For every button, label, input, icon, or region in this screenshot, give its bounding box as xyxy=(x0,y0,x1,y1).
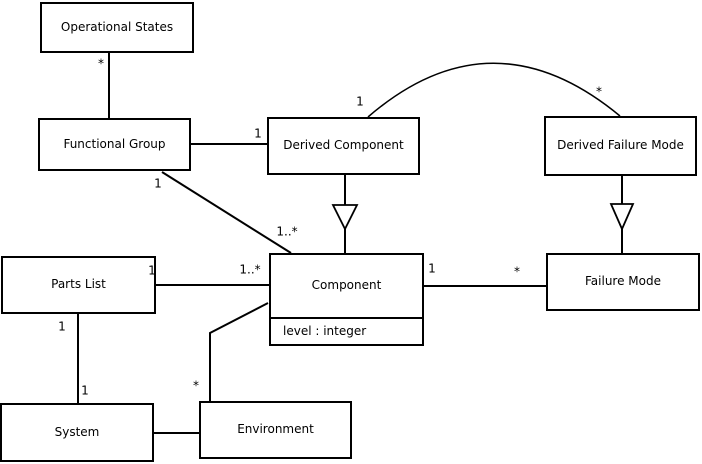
node-functional-group: Functional Group xyxy=(38,118,191,171)
node-operational-states: Operational States xyxy=(40,2,194,53)
node-label: Parts List xyxy=(51,277,106,292)
node-failure-mode: Failure Mode xyxy=(546,253,700,311)
multiplicity-label: 1 xyxy=(356,94,364,109)
edge-arc-derived-component-derived-failure-mode xyxy=(367,62,621,118)
multiplicity-label: 1 xyxy=(154,176,162,191)
multiplicity-label: * xyxy=(98,56,104,71)
node-parts-list: Parts List xyxy=(1,256,156,314)
node-label: Derived Failure Mode xyxy=(557,138,684,153)
generalization-triangle-icon xyxy=(331,204,359,232)
node-label: Functional Group xyxy=(63,136,166,151)
multiplicity-label: * xyxy=(596,84,602,99)
multiplicity-label: * xyxy=(514,264,520,279)
node-derived-failure-mode: Derived Failure Mode xyxy=(544,116,697,176)
multiplicity-label: 1 xyxy=(148,263,156,278)
node-label: Derived Component xyxy=(283,138,404,153)
node-environment: Environment xyxy=(199,401,352,459)
multiplicity-label: 1 xyxy=(428,261,436,276)
generalization-triangle-icon xyxy=(609,203,635,232)
edge-functional-group-component xyxy=(161,171,292,254)
multiplicity-label: 1..* xyxy=(239,262,261,277)
node-label: Component xyxy=(271,255,422,319)
multiplicity-label: * xyxy=(193,378,199,393)
multiplicity-label: 1 xyxy=(81,383,89,398)
node-label: Failure Mode xyxy=(585,274,661,289)
edge-environment-component xyxy=(209,302,269,401)
node-attribute: level : integer xyxy=(283,323,367,338)
node-label: System xyxy=(54,424,100,439)
node-derived-component: Derived Component xyxy=(267,117,420,175)
multiplicity-label: 1 xyxy=(58,319,66,334)
multiplicity-label: 1..* xyxy=(276,224,298,239)
node-component: Component level : integer xyxy=(269,253,424,346)
node-label: Environment xyxy=(237,422,314,437)
node-system: System xyxy=(0,403,154,462)
node-label: Operational States xyxy=(60,19,174,34)
multiplicity-label: 1 xyxy=(254,126,262,141)
